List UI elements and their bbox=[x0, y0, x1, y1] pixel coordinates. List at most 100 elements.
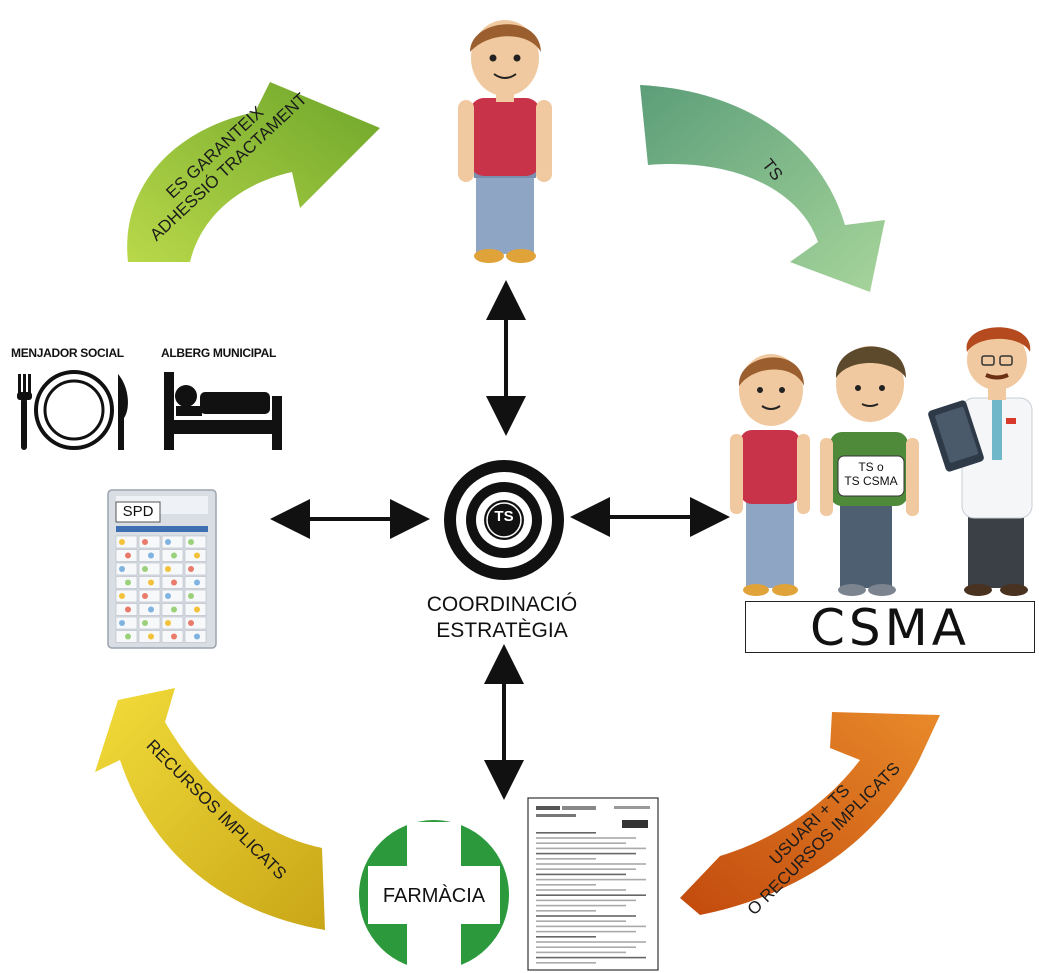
doc-line bbox=[536, 930, 636, 933]
coordination-label: COORDINACIÓ ESTRATÈGIA bbox=[402, 592, 602, 644]
pharmacy-cross-icon bbox=[359, 820, 509, 972]
doc-line bbox=[536, 915, 636, 917]
pill bbox=[171, 633, 177, 640]
pill-cell bbox=[115, 616, 138, 630]
csma-box bbox=[745, 601, 1035, 653]
arrow-bottom-left bbox=[95, 688, 325, 930]
pill bbox=[194, 633, 200, 640]
pill-grid bbox=[115, 535, 207, 643]
csma-title: CSMA bbox=[810, 599, 970, 657]
doc-line bbox=[536, 962, 596, 964]
doc-line bbox=[536, 936, 596, 938]
doc-line bbox=[536, 858, 596, 860]
doc-line bbox=[536, 852, 636, 855]
pill bbox=[165, 620, 171, 626]
doc-line bbox=[536, 889, 626, 891]
pill-cell bbox=[184, 589, 207, 603]
menjador-social-label: MENJADOR SOCIAL bbox=[11, 346, 124, 360]
doc-line bbox=[536, 837, 636, 839]
pill-cell bbox=[184, 535, 207, 549]
arrow-top-left bbox=[127, 82, 381, 262]
pill bbox=[142, 539, 148, 545]
doc-line bbox=[536, 878, 646, 881]
doc-line bbox=[536, 941, 646, 943]
pill bbox=[148, 579, 154, 586]
pill-cell bbox=[161, 616, 184, 630]
coordination-line2: ESTRATÈGIA bbox=[436, 619, 568, 642]
doc-line bbox=[536, 863, 646, 865]
doc-line bbox=[536, 899, 636, 902]
doctor-figure bbox=[928, 327, 1033, 596]
pill bbox=[165, 593, 171, 599]
pill bbox=[119, 593, 125, 599]
pill-cell bbox=[138, 589, 161, 603]
pill bbox=[148, 633, 154, 640]
doc-line bbox=[536, 920, 626, 922]
coordination-line1: COORDINACIÓ bbox=[426, 593, 578, 616]
pill bbox=[188, 539, 194, 545]
pill bbox=[148, 606, 154, 613]
social-worker-badge-line1: TS o bbox=[858, 460, 884, 474]
doc-line bbox=[536, 884, 596, 886]
user-figure-top bbox=[458, 20, 552, 263]
social-worker-badge: TS o TS CSMA bbox=[838, 460, 904, 488]
doc-line bbox=[536, 946, 636, 948]
pill bbox=[119, 620, 125, 626]
pill bbox=[188, 566, 194, 572]
pill bbox=[171, 579, 177, 586]
pill-cell bbox=[138, 616, 161, 630]
farmacia-label: FARMÀCIA bbox=[382, 885, 486, 907]
pill bbox=[142, 593, 148, 599]
pill-cell bbox=[115, 562, 138, 576]
doc-line bbox=[536, 894, 646, 896]
doc-line bbox=[536, 868, 636, 870]
doc-line bbox=[536, 832, 596, 834]
pill bbox=[125, 552, 131, 559]
ts-target-label: TS bbox=[494, 508, 514, 525]
social-worker-figure bbox=[820, 346, 919, 596]
arrow-top-right bbox=[640, 85, 885, 292]
pill-cell bbox=[115, 535, 138, 549]
social-worker-badge-line2: TS CSMA bbox=[844, 474, 898, 488]
doc-line bbox=[536, 842, 626, 844]
pill bbox=[142, 620, 148, 626]
document-text-lines bbox=[536, 832, 646, 964]
pill bbox=[194, 606, 200, 613]
plate-cutlery-icon bbox=[17, 370, 128, 450]
pill-cell bbox=[184, 616, 207, 630]
spd-label: SPD bbox=[122, 503, 154, 520]
pill-cell bbox=[161, 562, 184, 576]
pill bbox=[165, 539, 171, 545]
pill bbox=[194, 552, 200, 559]
pill bbox=[125, 606, 131, 613]
pill bbox=[125, 579, 131, 586]
pill-cell bbox=[161, 535, 184, 549]
pill bbox=[119, 566, 125, 572]
pill bbox=[194, 579, 200, 586]
pill bbox=[148, 552, 154, 559]
pill-cell bbox=[138, 535, 161, 549]
user-figure-csma bbox=[730, 354, 810, 596]
doc-line bbox=[536, 904, 626, 907]
doc-line bbox=[536, 956, 646, 959]
doc-line bbox=[536, 951, 626, 954]
pill-cell bbox=[161, 589, 184, 603]
pill-cell bbox=[184, 562, 207, 576]
arrow-bottom-right bbox=[680, 712, 940, 915]
ts-target-icon bbox=[444, 460, 564, 580]
pill bbox=[171, 606, 177, 613]
pill-cell bbox=[138, 562, 161, 576]
doc-line bbox=[536, 925, 646, 928]
bed-icon bbox=[164, 372, 282, 450]
pill bbox=[171, 552, 177, 559]
doc-line bbox=[536, 910, 596, 912]
pill bbox=[142, 566, 148, 572]
pill-cell bbox=[115, 589, 138, 603]
pill bbox=[125, 633, 131, 640]
doc-line bbox=[536, 847, 646, 850]
alberg-municipal-label: ALBERG MUNICIPAL bbox=[161, 346, 276, 360]
pill bbox=[119, 539, 125, 545]
pill bbox=[188, 593, 194, 599]
pill bbox=[165, 566, 171, 572]
pill bbox=[188, 620, 194, 626]
